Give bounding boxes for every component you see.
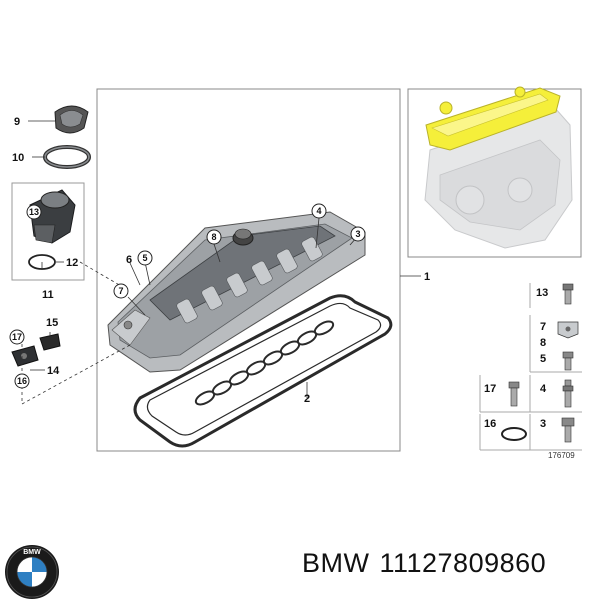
callout-9: 9 bbox=[14, 116, 20, 128]
bolt-icon-13 bbox=[562, 283, 574, 305]
callout-11: 11 bbox=[42, 289, 54, 301]
sensor-part-17 bbox=[11, 345, 39, 367]
callout-15: 15 bbox=[46, 317, 58, 329]
svg-text:3: 3 bbox=[355, 229, 360, 239]
sealing-ring-10 bbox=[43, 145, 91, 169]
callout-16-circle: 16 bbox=[14, 373, 30, 389]
callout-14: 14 bbox=[47, 365, 60, 377]
callout-1: 1 bbox=[424, 271, 430, 283]
bmw-logo: BMW bbox=[5, 545, 59, 599]
svg-text:16: 16 bbox=[17, 376, 27, 386]
callout-12: 12 bbox=[66, 257, 78, 269]
bolt-icon-5 bbox=[562, 351, 574, 371]
callout-7-circle: 7 bbox=[113, 283, 129, 299]
diagram-reference-code: 176709 bbox=[548, 451, 575, 460]
callout-6: 6 bbox=[126, 254, 132, 266]
hardware-panel: 13 7 8 5 17 4 16 3 bbox=[479, 283, 582, 460]
callout-4-circle: 4 bbox=[311, 203, 327, 219]
svg-text:13: 13 bbox=[29, 207, 39, 217]
svg-text:4: 4 bbox=[316, 206, 321, 216]
clip-icon-7 bbox=[557, 321, 579, 339]
svg-text:8: 8 bbox=[211, 232, 216, 242]
group-frame-11 bbox=[11, 182, 85, 281]
cover-gasket bbox=[133, 294, 393, 448]
cylinder-head-cover bbox=[107, 211, 366, 373]
callout-10: 10 bbox=[12, 152, 24, 164]
panel-num-4: 4 bbox=[540, 383, 547, 395]
brand-name: BMW bbox=[302, 548, 370, 578]
sensor-part-15 bbox=[39, 333, 61, 351]
part-title: BMW 11127809860 bbox=[302, 548, 592, 588]
panel-num-17: 17 bbox=[484, 383, 496, 395]
part-number: 11127809860 bbox=[379, 548, 547, 578]
callout-17-circle: 17 bbox=[9, 329, 25, 345]
callout-13-circle: 13 bbox=[26, 204, 42, 220]
panel-num-13: 13 bbox=[536, 287, 548, 299]
filler-cap bbox=[54, 105, 89, 134]
panel-num-3: 3 bbox=[540, 418, 546, 430]
bolt-icon-17 bbox=[508, 381, 520, 407]
engine-thumbnail bbox=[407, 86, 582, 258]
callout-2: 2 bbox=[304, 393, 310, 405]
svg-text:17: 17 bbox=[12, 332, 22, 342]
panel-num-7: 7 bbox=[540, 321, 546, 333]
panel-num-8: 8 bbox=[540, 337, 546, 349]
callout-3-circle: 3 bbox=[350, 226, 366, 242]
bolt-icon-3 bbox=[561, 417, 575, 443]
oil-separator-part-13 bbox=[29, 189, 76, 244]
svg-text:5: 5 bbox=[142, 253, 147, 263]
svg-text:BMW: BMW bbox=[23, 549, 41, 556]
panel-num-5: 5 bbox=[540, 353, 546, 365]
callout-5-circle: 5 bbox=[137, 250, 153, 266]
stud-icon-4 bbox=[562, 379, 574, 408]
callout-8-circle: 8 bbox=[206, 229, 222, 245]
o-ring-icon-16 bbox=[501, 427, 527, 441]
main-assembly-frame bbox=[96, 88, 401, 452]
panel-num-16: 16 bbox=[484, 418, 496, 430]
svg-text:7: 7 bbox=[118, 286, 123, 296]
